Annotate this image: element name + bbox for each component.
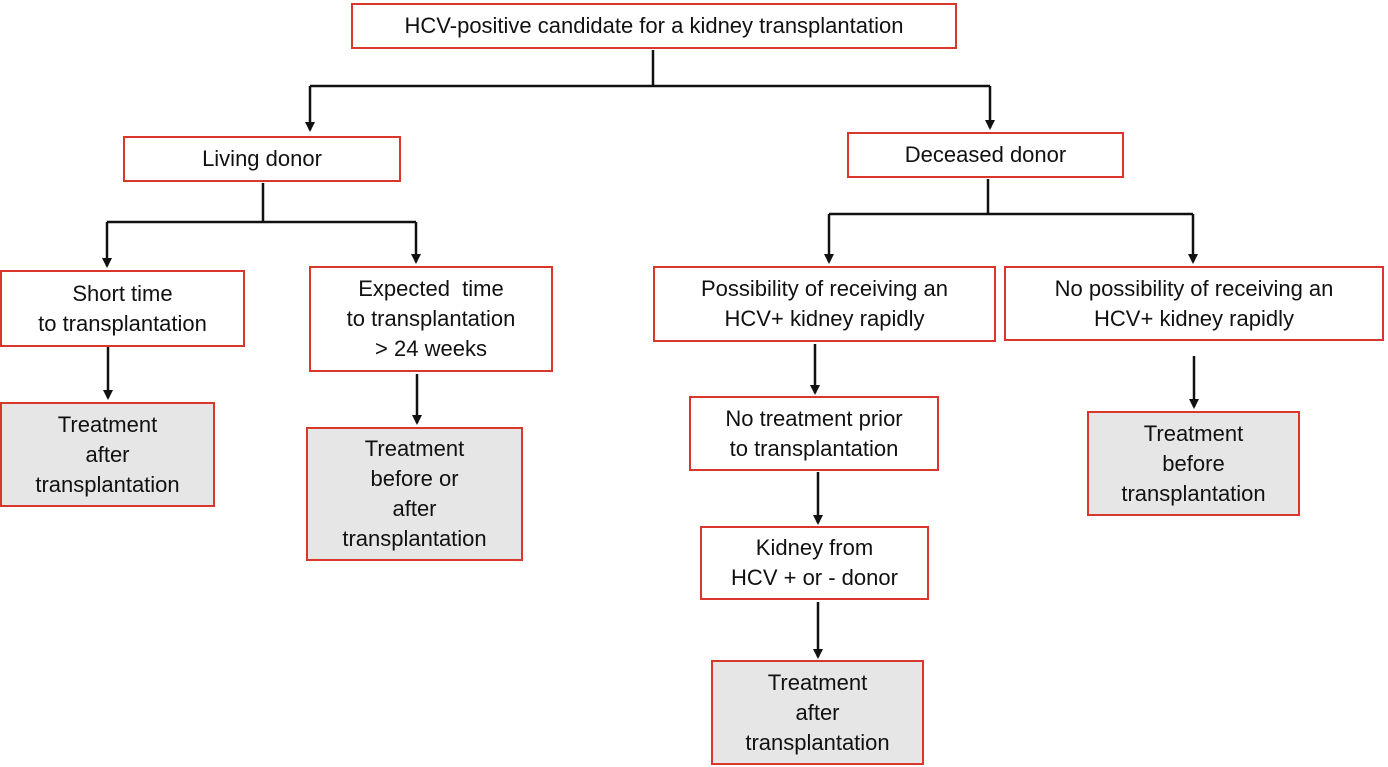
living-donor-box: Living donor [123, 136, 401, 182]
box-text-line: Expected time [358, 276, 504, 301]
box-text-line: before [1162, 450, 1225, 476]
box-text-line: after [795, 699, 840, 725]
box-text-line: transplantation [1121, 480, 1266, 506]
box-text-line: before or [370, 466, 459, 491]
box-text-line: after [392, 496, 437, 521]
outcome-treatment-after-kidney-box: Treatment after transplantation [711, 660, 924, 765]
box-text-line: Kidney from [755, 535, 874, 560]
deceased-donor-box: Deceased donor [847, 132, 1124, 178]
box-text-line: > 24 weeks [375, 336, 487, 361]
box-text-line: No treatment prior [725, 405, 903, 431]
box-text-line: to transplantation [729, 435, 899, 461]
box-text-line: Treatment [364, 436, 465, 461]
box-text-line: HCV+ kidney rapidly [1094, 305, 1294, 331]
box-text-line: HCV + or - donor [731, 565, 898, 590]
box-text-line: Deceased donor [904, 142, 1067, 167]
box-text-line: transplantation [745, 729, 890, 755]
no-treatment-prior-box: No treatment prior to transplantation [689, 396, 939, 471]
box-text-line: Treatment [1143, 420, 1244, 446]
box-text-line: transplantation [342, 526, 487, 551]
short-time-box: Short time to transplantation [0, 270, 245, 347]
box-text-line: after [85, 441, 130, 467]
outcome-treatment-before-box: Treatment before transplantation [1087, 411, 1300, 516]
outcome-treatment-after-box: Treatment after transplantation [0, 402, 215, 507]
box-text-line: HCV+ kidney rapidly [724, 306, 925, 331]
box-text-line: Possibility of receiving an [700, 276, 948, 301]
box-text-line: No possibility of receiving an [1054, 275, 1334, 301]
outcome-treatment-before-or-after-box: Treatment before or after transplantation [306, 427, 523, 561]
possibility-box: Possibility of receiving an HCV+ kidney r… [653, 266, 996, 342]
box-text-line: to transplantation [346, 306, 516, 331]
box-text-line: transplantation [35, 471, 180, 497]
box-text-line: to transplantation [38, 310, 207, 336]
no-possibility-box: No possibility of receiving an HCV+ kidne… [1004, 266, 1384, 341]
root-box: HCV-positive candidate for a kidney tran… [351, 3, 957, 49]
expected-time-box: Expected time to transplantation > 24 week… [309, 266, 553, 372]
box-text-line: HCV-positive candidate for a kidney tran… [404, 13, 904, 38]
box-text-line: Treatment [767, 669, 868, 695]
box-text-line: Treatment [57, 411, 158, 437]
box-text-line: Short time [72, 280, 173, 306]
box-text-line: Living donor [202, 146, 322, 171]
